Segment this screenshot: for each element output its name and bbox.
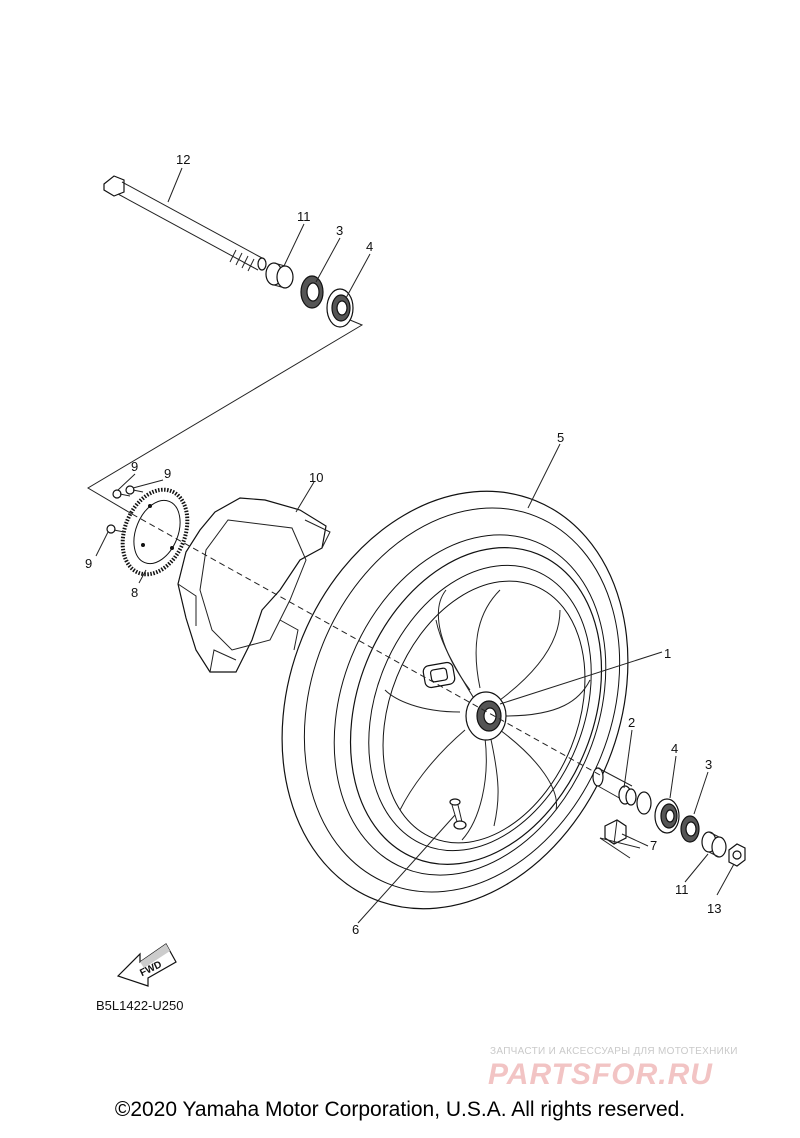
left-bearing <box>326 288 354 328</box>
leader-lines <box>95 167 735 924</box>
callout-2: 2 <box>628 715 635 730</box>
spacer <box>592 767 652 815</box>
left-collar <box>265 262 294 289</box>
front-axle <box>103 175 267 272</box>
watermark-logo: PARTSFOR.RU <box>488 1058 713 1091</box>
axle-nut <box>728 843 746 867</box>
left-oil-seal <box>300 275 324 309</box>
watermark-tagline: ЗАПЧАСТИ И АКСЕССУАРЫ ДЛЯ МОТОТЕХНИКИ <box>490 1046 738 1057</box>
callout-9-left: 9 <box>85 556 92 571</box>
hub-cover <box>177 497 331 673</box>
diagram-code: B5L1422-U250 <box>96 998 183 1013</box>
callout-11-right: 11 <box>675 882 689 897</box>
callout-3-left: 3 <box>336 223 343 238</box>
callout-8: 8 <box>131 585 138 600</box>
callout-7: 7 <box>650 838 657 853</box>
sensor-clip <box>604 819 627 845</box>
right-oil-seal <box>680 815 700 843</box>
callout-9-top: 9 <box>131 459 138 474</box>
callout-3-right: 3 <box>705 757 712 772</box>
right-collar <box>701 831 727 858</box>
callout-5: 5 <box>557 430 564 445</box>
callout-11-left: 11 <box>297 209 311 224</box>
callout-4-left: 4 <box>366 239 373 254</box>
fwd-arrow-icon: FWD <box>116 943 177 987</box>
callout-6: 6 <box>352 922 359 937</box>
callout-10: 10 <box>309 470 323 485</box>
rotor-bolts <box>106 485 144 534</box>
callout-9-mid: 9 <box>164 466 171 481</box>
sensor-rotor <box>120 487 190 577</box>
callout-1: 1 <box>664 646 671 661</box>
callout-12: 12 <box>176 152 190 167</box>
assembly-lines <box>87 319 641 859</box>
right-bearing <box>654 798 680 834</box>
copyright-notice: ©2020 Yamaha Motor Corporation, U.S.A. A… <box>114 1098 686 1121</box>
callout-4-right: 4 <box>671 741 678 756</box>
callout-13: 13 <box>707 901 721 916</box>
